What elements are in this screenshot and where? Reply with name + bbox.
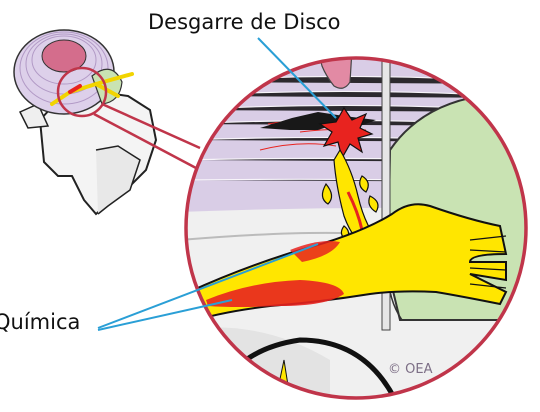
copyright-notice: © OEA <box>388 362 432 377</box>
disc-tear-label: Desgarre de Disco <box>148 10 341 34</box>
vertebra-overview <box>14 30 156 214</box>
chemical-label: Química <box>0 310 80 334</box>
magnified-view <box>180 50 540 410</box>
